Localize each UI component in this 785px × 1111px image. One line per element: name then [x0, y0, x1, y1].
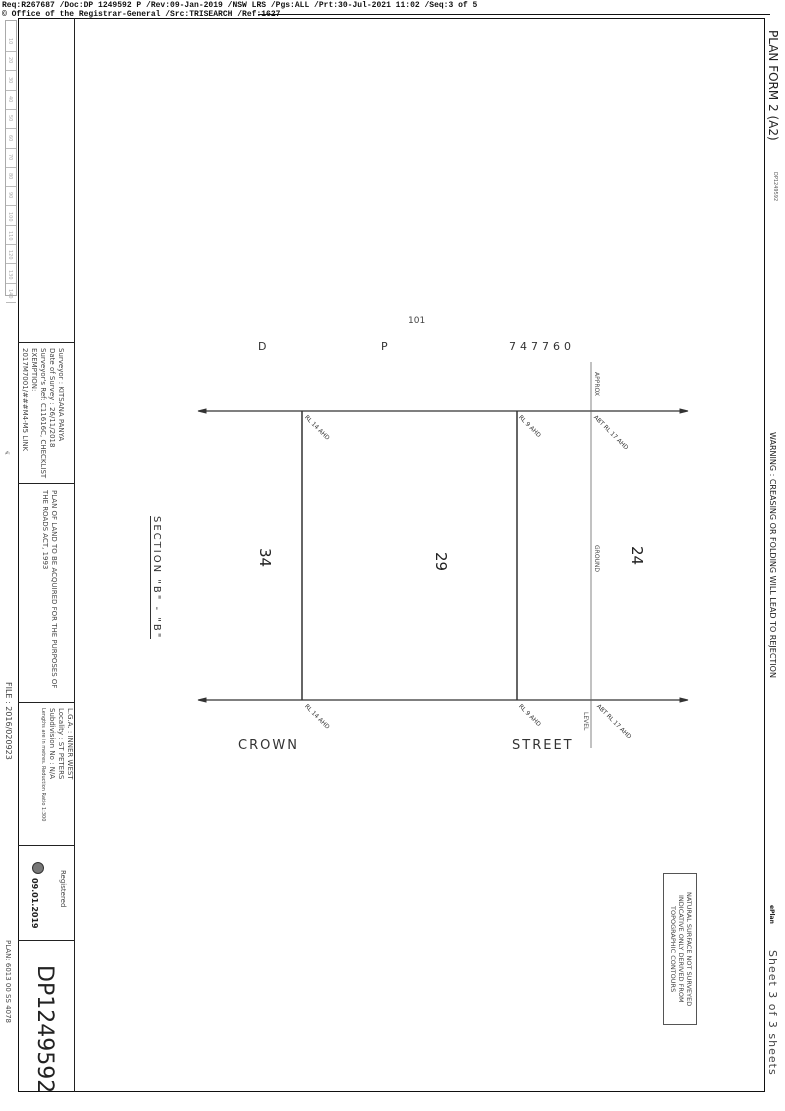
road-name-crown: CROWN — [238, 738, 299, 753]
lot-34: 34 — [256, 548, 274, 568]
purpose-line: PLAN OF LAND TO BE ACQUIRED FOR THE PURP… — [50, 490, 58, 689]
ruler-label: 10 — [7, 38, 13, 45]
ruler-label: 130 — [7, 269, 13, 280]
divider — [18, 483, 75, 484]
surveyor-block: Surveyor : KITSANA PANYA Date of Survey … — [20, 348, 65, 478]
ground-label: GROUND — [593, 545, 600, 573]
copyright-line: © Office of the Registrar-General /Src:T… — [2, 10, 281, 19]
ruler-label: 50 — [7, 115, 13, 122]
scale-ruler: 10 20 30 40 50 60 70 80 90 100 110 120 130 140 — [5, 20, 17, 303]
ruler-tick — [6, 282, 16, 284]
warning-text: WARNING : CREASING OR FOLDING WILL LEAD … — [768, 432, 777, 678]
arrow-left-icon — [197, 697, 207, 703]
arrow-right-icon — [679, 697, 689, 703]
form-ref: DP1249592 — [772, 172, 778, 202]
ruler-label: 20 — [7, 57, 13, 64]
purpose-line: THE ROADS ACT, 1993 — [41, 490, 49, 570]
section-label: SECTION "B" - "B" — [150, 516, 162, 640]
divider — [18, 940, 75, 941]
sheet-count: Sheet 3 of 3 sheets — [766, 950, 779, 1076]
reduction-ratio: Lengths are in metres. Reduction Ratio 1… — [40, 708, 46, 822]
ruler-tick — [6, 301, 16, 303]
ruler-tick — [6, 147, 16, 149]
lot-number: 101 — [408, 316, 426, 326]
exemption-ref: 2017M7001/###M4-M5 LINK — [21, 348, 29, 452]
ruler-tick — [6, 89, 16, 91]
ruler-tick — [6, 263, 16, 265]
request-header-line: Req:R267687 /Doc:DP 1249592 P /Rev:09-Ja… — [2, 1, 478, 10]
ruler-tick — [6, 224, 16, 226]
note-box: NATURAL SURFACE NOT SURVEYED INDICATIVE … — [663, 873, 697, 1025]
header-rule — [258, 14, 770, 15]
surveyor-name: Surveyor : KITSANA PANYA — [57, 348, 65, 442]
registered-date: 09.01.2019 — [30, 878, 39, 929]
ruler-tick — [6, 128, 16, 130]
road-name-street: STREET — [512, 738, 574, 753]
note-line: NATURAL SURFACE NOT SURVEYED — [685, 891, 693, 1007]
exemption: EXEMPTION: — [30, 348, 38, 392]
eplan-label: ePlan — [768, 905, 775, 924]
plan-number: DP1249592 — [32, 965, 57, 1094]
ruler-tick — [6, 205, 16, 207]
note-line: TOPOGRAPHIC CONTOURS — [669, 905, 677, 993]
dp-p: P — [381, 340, 392, 353]
lot-24: 24 — [628, 546, 646, 566]
seal-icon — [32, 862, 44, 874]
ruler-tick — [6, 108, 16, 110]
ruler-label: 140 — [7, 288, 13, 299]
approx-label: APPROX — [593, 372, 600, 396]
registered-label: Registered — [59, 870, 67, 908]
plan-reference: PLAN: 6013 00 SS 4078 — [4, 940, 12, 1023]
dp-number: 747760 — [509, 340, 575, 353]
ruler-label: 30 — [7, 76, 13, 83]
title-strip — [18, 18, 75, 1092]
note-line: INDICATIVE ONLY DERIVED FROM — [677, 895, 685, 1003]
lga-block: L.G.A. : INNER WEST Locality : ST PETERS… — [38, 708, 74, 821]
signature-mark: ✍ — [5, 450, 11, 457]
ruler-label: 60 — [7, 134, 13, 141]
ruler-label: 100 — [7, 211, 13, 222]
ruler-label: 110 — [7, 231, 13, 241]
ruler-label: 120 — [7, 250, 13, 260]
divider — [18, 342, 75, 343]
ruler-label: 40 — [7, 95, 13, 103]
lga: L.G.A. : INNER WEST — [66, 708, 74, 780]
survey-date: Date of Survey : 26/11/2018 — [48, 348, 56, 448]
ruler-tick — [6, 70, 16, 72]
arrow-right-icon — [679, 408, 689, 414]
ruler-tick — [6, 186, 16, 188]
lot-29: 29 — [432, 552, 450, 572]
plan-form-title: PLAN FORM 2 (A2) — [766, 30, 780, 141]
purpose-block: PLAN OF LAND TO BE ACQUIRED FOR THE PURP… — [40, 490, 58, 688]
divider — [18, 702, 75, 703]
arrow-left-icon — [197, 408, 207, 414]
divider — [18, 845, 75, 846]
ruler-label: 90 — [7, 192, 13, 199]
ruler-label: 80 — [7, 173, 13, 180]
ruler-tick — [6, 51, 16, 52]
dp-d: D — [258, 340, 271, 353]
locality: Locality : ST PETERS — [57, 708, 65, 780]
ruler-tick — [6, 244, 16, 245]
ruler-tick — [6, 166, 16, 168]
surveyor-ref: Surveyor's Ref: C11616C, CHECKLIST — [39, 348, 47, 479]
level-label: LEVEL — [582, 712, 589, 731]
file-number: FILE : 2016/020923 — [4, 682, 13, 760]
plan-frame — [18, 18, 765, 1092]
ruler-label: 70 — [7, 153, 13, 161]
subdivision-no: Subdivision No : N/A — [48, 708, 56, 780]
